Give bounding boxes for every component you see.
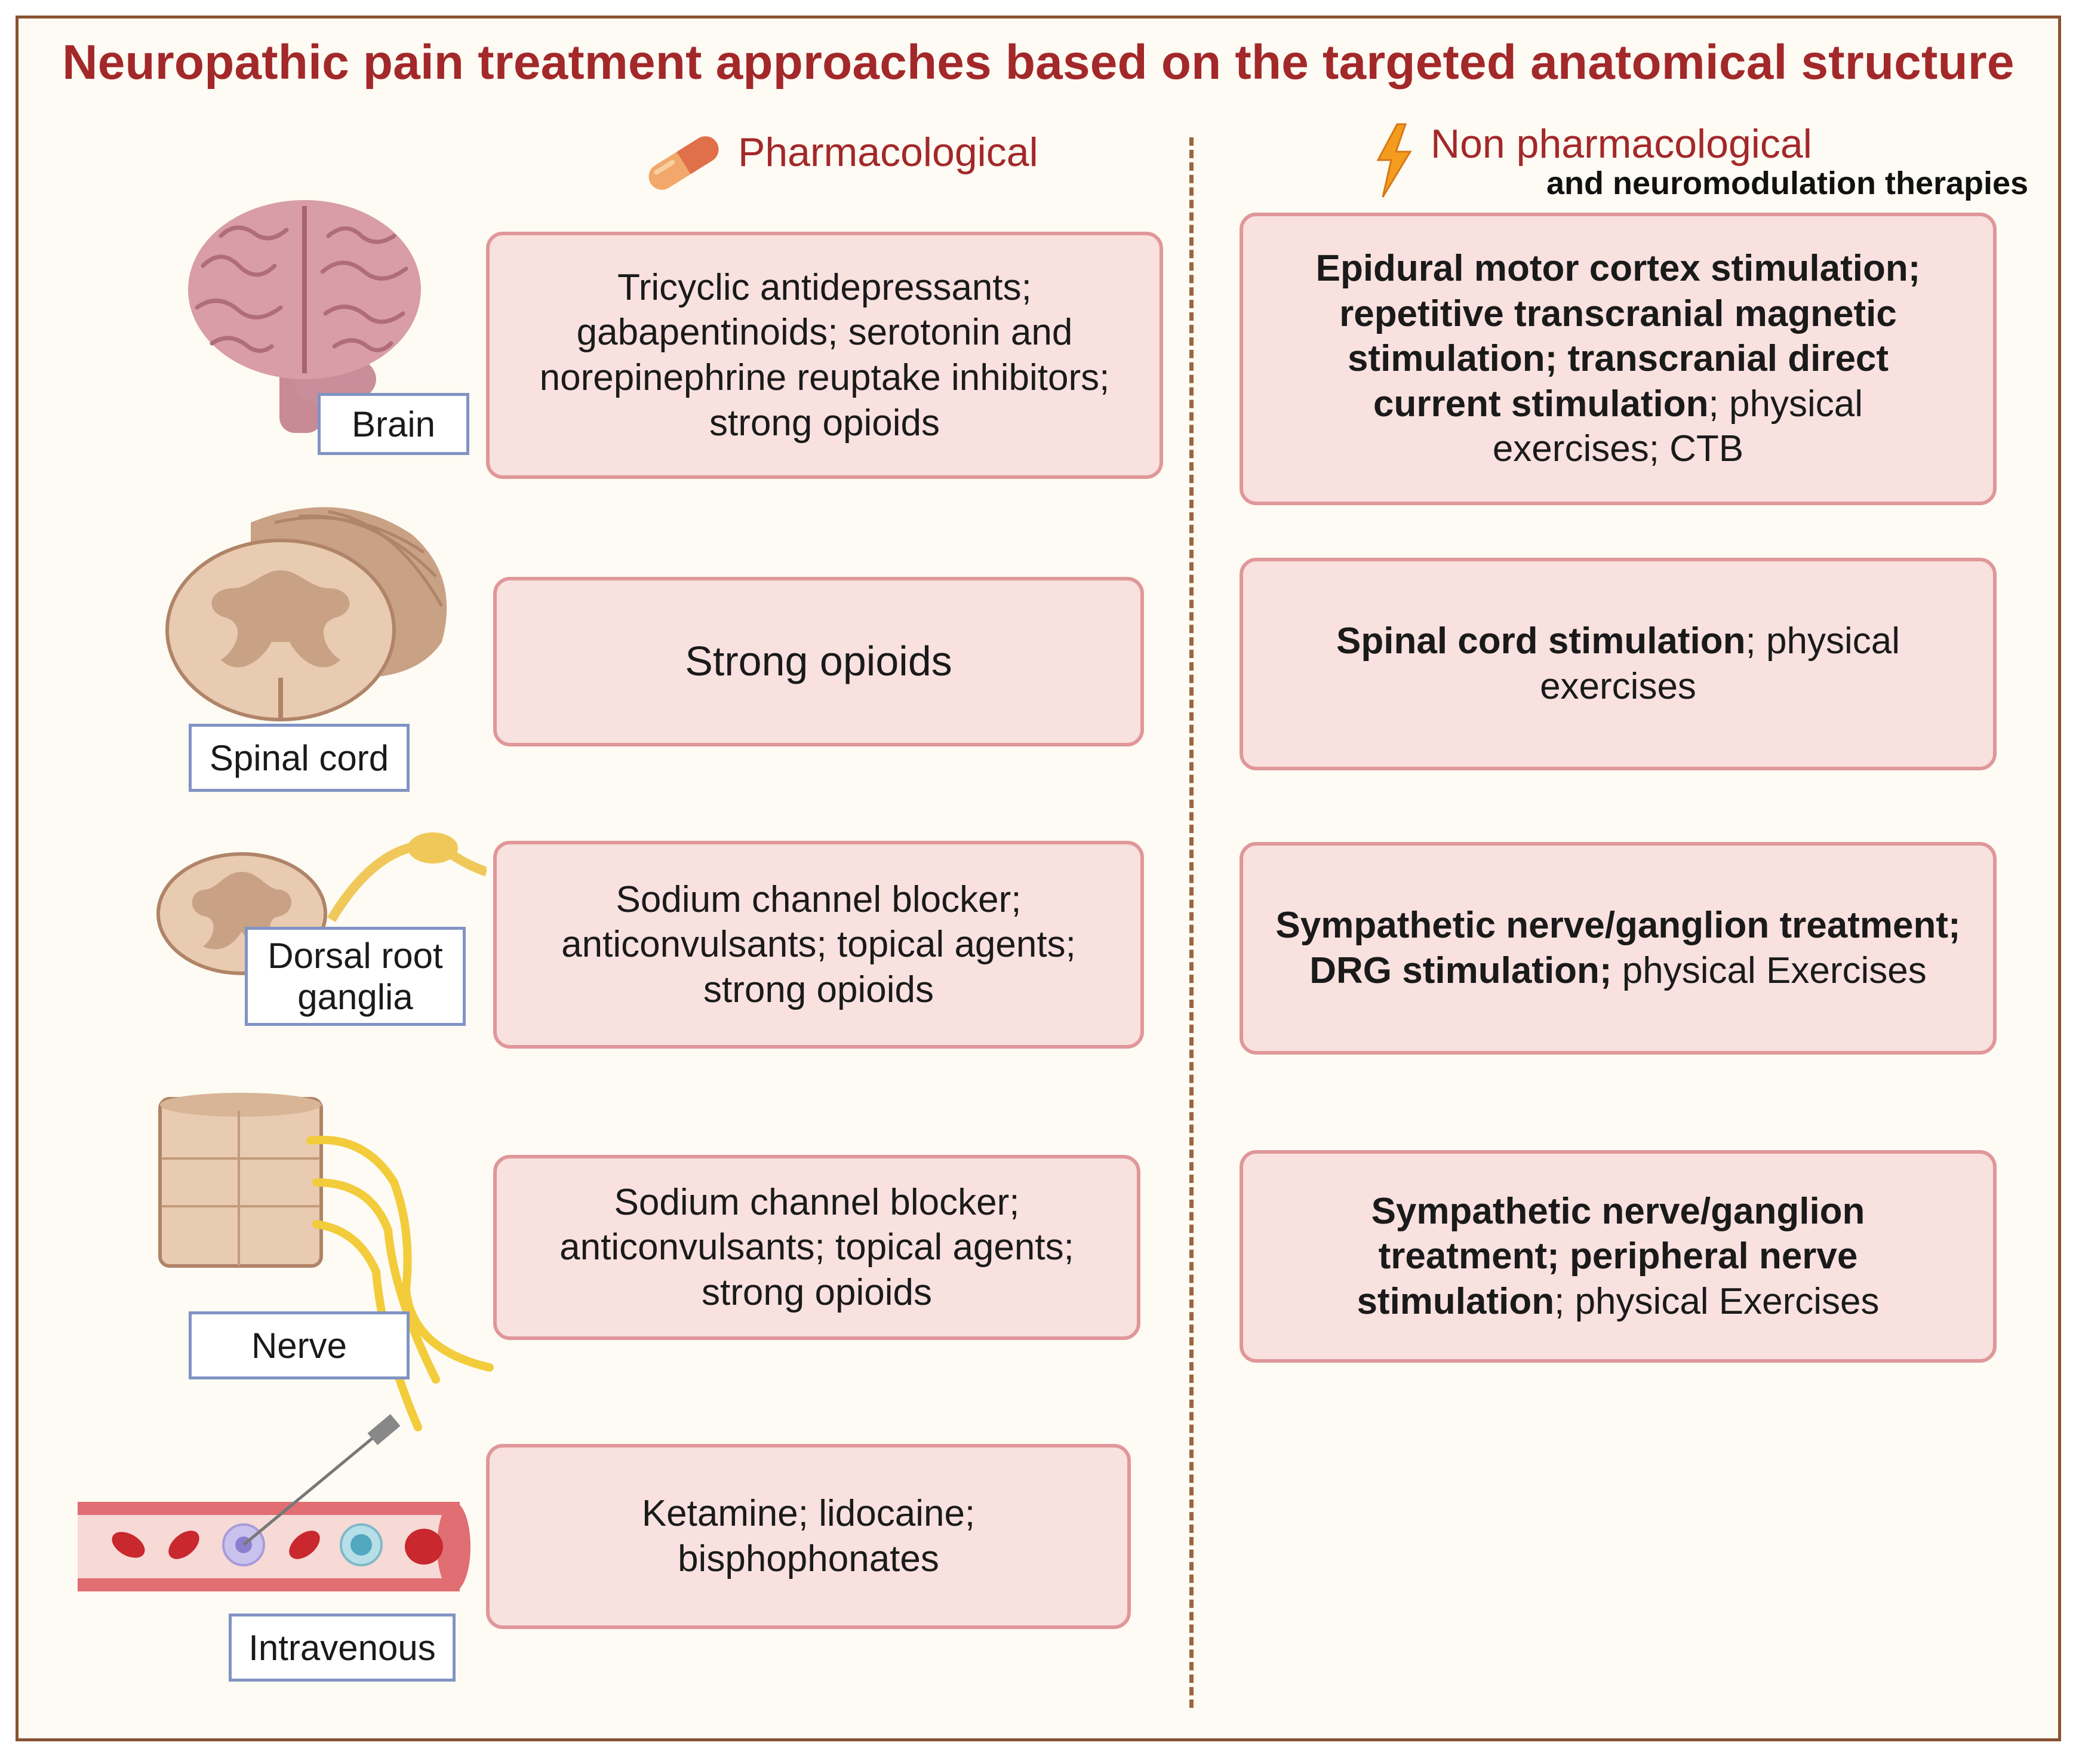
nonpharm-text-dorsal-root-ganglia: physical Exercises [1611,950,1927,991]
non-pharmacological-header: Non pharmacological [1431,121,1812,167]
pharm-box-brain: Tricyclic antidepressants; gabapentinoid… [486,232,1163,479]
pharmacological-header: Pharmacological [738,130,1038,175]
label-spinal-cord: Spinal cord [189,724,410,792]
pharm-box-nerve: Sodium channel blocker; anticonvulsants;… [493,1155,1140,1340]
label-nerve: Nerve [189,1311,410,1379]
intravenous-illustration [78,1413,470,1591]
nonpharm-box-brain: Epidural motor cortex stimulation; repet… [1240,213,1997,505]
pharm-text-intravenous: Ketamine; lidocaine; bisphophonates [641,1493,976,1579]
non-pharmacological-subheader: and neuromodulation therapies [1546,165,2029,201]
nonpharm-text-nerve: ; physical Exercises [1554,1280,1880,1322]
pharm-box-spinal-cord: Strong opioids [493,577,1144,746]
pharm-box-dorsal-root-ganglia: Sodium channel blocker; anticonvulsants;… [493,841,1144,1049]
label-brain: Brain [318,393,469,455]
pill-capsule-icon [648,136,719,190]
spinal-cord-illustration [165,507,447,721]
nonpharm-box-dorsal-root-ganglia: Sympathetic nerve/ganglion treatment; DR… [1240,842,1997,1055]
label-intravenous: Intravenous [229,1614,456,1682]
nonpharm-box-nerve: Sympathetic nerve/ganglion treatment; pe… [1240,1150,1997,1363]
nonpharm-bold-spinal-cord: Spinal cord stimulation [1336,620,1746,662]
pharm-text-brain: Tricyclic antidepressants; gabapentinoid… [539,266,1110,444]
pharm-text-spinal-cord: Strong opioids [685,638,952,685]
nonpharm-bold-nerve: Sympathetic nerve/ganglion treatment; pe… [1357,1190,1865,1322]
label-dorsal-root-ganglia: Dorsal root ganglia [245,927,466,1026]
pharm-text-dorsal-root-ganglia: Sodium channel blocker; anticonvulsants;… [561,878,1076,1010]
figure-title: Neuropathic pain treatment approaches ba… [62,35,2015,90]
nonpharm-box-spinal-cord: Spinal cord stimulation; physical exerci… [1240,558,1997,770]
pharm-box-intravenous: Ketamine; lidocaine; bisphophonates [486,1444,1131,1629]
nonpharm-text-brain: ; physical exercises; CTB [1492,383,1863,470]
column-divider [1189,137,1194,1708]
brain-illustration [188,200,421,433]
nonpharm-text-spinal-cord: ; physical exercises [1540,620,1900,707]
pharm-text-nerve: Sodium channel blocker; anticonvulsants;… [559,1181,1074,1313]
lightning-bolt-icon [1376,123,1412,198]
nonpharm-bold-brain: Epidural motor cortex stimulation; repet… [1315,247,1921,425]
nonpharm-bold-dorsal-root-ganglia: Sympathetic nerve/ganglion treatment; DR… [1275,905,1961,991]
nerve-illustration [158,1093,494,1431]
